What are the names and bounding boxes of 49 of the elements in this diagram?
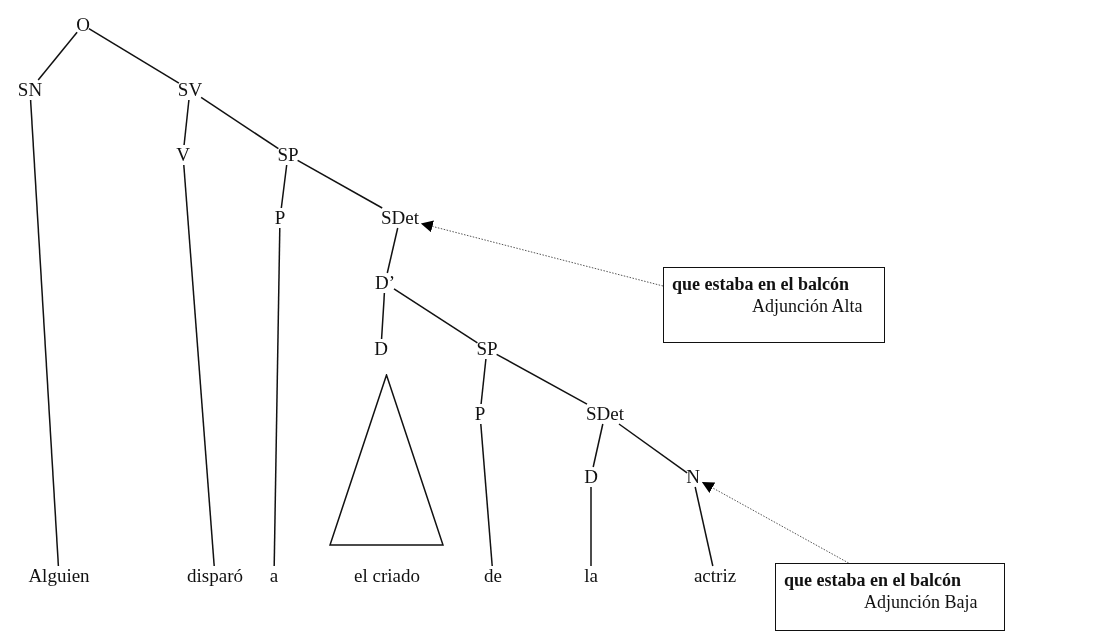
- tree-node-label: D: [374, 338, 388, 360]
- tree-branch: [495, 353, 588, 405]
- tree-node-label: N: [686, 466, 700, 488]
- tree-branch: [296, 159, 383, 209]
- callout-box: [775, 563, 1005, 631]
- tree-node-label: SDet: [586, 403, 624, 425]
- tree-branch: [480, 423, 493, 567]
- callout-box: [663, 267, 885, 343]
- tree-branch: [592, 423, 604, 468]
- dotted-arrow: [420, 220, 664, 287]
- word-label: a: [269, 565, 279, 587]
- word-label: el criado: [354, 565, 420, 587]
- tree-branch: [280, 164, 288, 209]
- tree-branch: [480, 358, 487, 405]
- word-label: Alguien: [28, 565, 90, 587]
- word-label: actriz: [693, 565, 737, 587]
- word-label: de: [484, 565, 502, 587]
- tree-branch: [618, 423, 688, 474]
- tree-node-label: P: [274, 207, 286, 229]
- tree-branch: [386, 227, 399, 274]
- dotted-arrow: [701, 481, 850, 564]
- tree-branch: [37, 31, 78, 81]
- callout-text: que estaba en el balcón: [784, 569, 962, 591]
- tree-node-label: P: [474, 403, 486, 425]
- tree-branch: [380, 292, 386, 340]
- tree-branch: [88, 27, 180, 84]
- tree-node-label: O: [76, 14, 90, 36]
- tree-branch: [590, 486, 592, 567]
- tree-branch: [694, 486, 714, 567]
- triangle-shape: [329, 374, 444, 546]
- tree-node-label: SDet: [381, 207, 419, 229]
- tree-node-label: SP: [277, 144, 299, 166]
- tree-branch: [273, 227, 281, 567]
- tree-branch: [183, 164, 215, 567]
- tree-branch: [200, 96, 280, 150]
- tree-node-label: D: [584, 466, 598, 488]
- tree-branch: [393, 288, 479, 344]
- callout-subtext: Adjunción Alta: [751, 295, 864, 317]
- tree-branch: [29, 99, 60, 567]
- tree-node-label: D’: [374, 272, 396, 294]
- tree-node-label: SP: [476, 338, 498, 360]
- tree-node-label: SV: [177, 79, 203, 101]
- word-label: disparó: [187, 565, 243, 587]
- tree-node-label: SN: [17, 79, 43, 101]
- tree-node-label: V: [176, 144, 190, 166]
- callout-subtext: Adjunción Baja: [863, 591, 979, 613]
- word-label: la: [584, 565, 598, 587]
- callout-text: que estaba en el balcón: [672, 273, 850, 295]
- tree-branch: [183, 99, 190, 146]
